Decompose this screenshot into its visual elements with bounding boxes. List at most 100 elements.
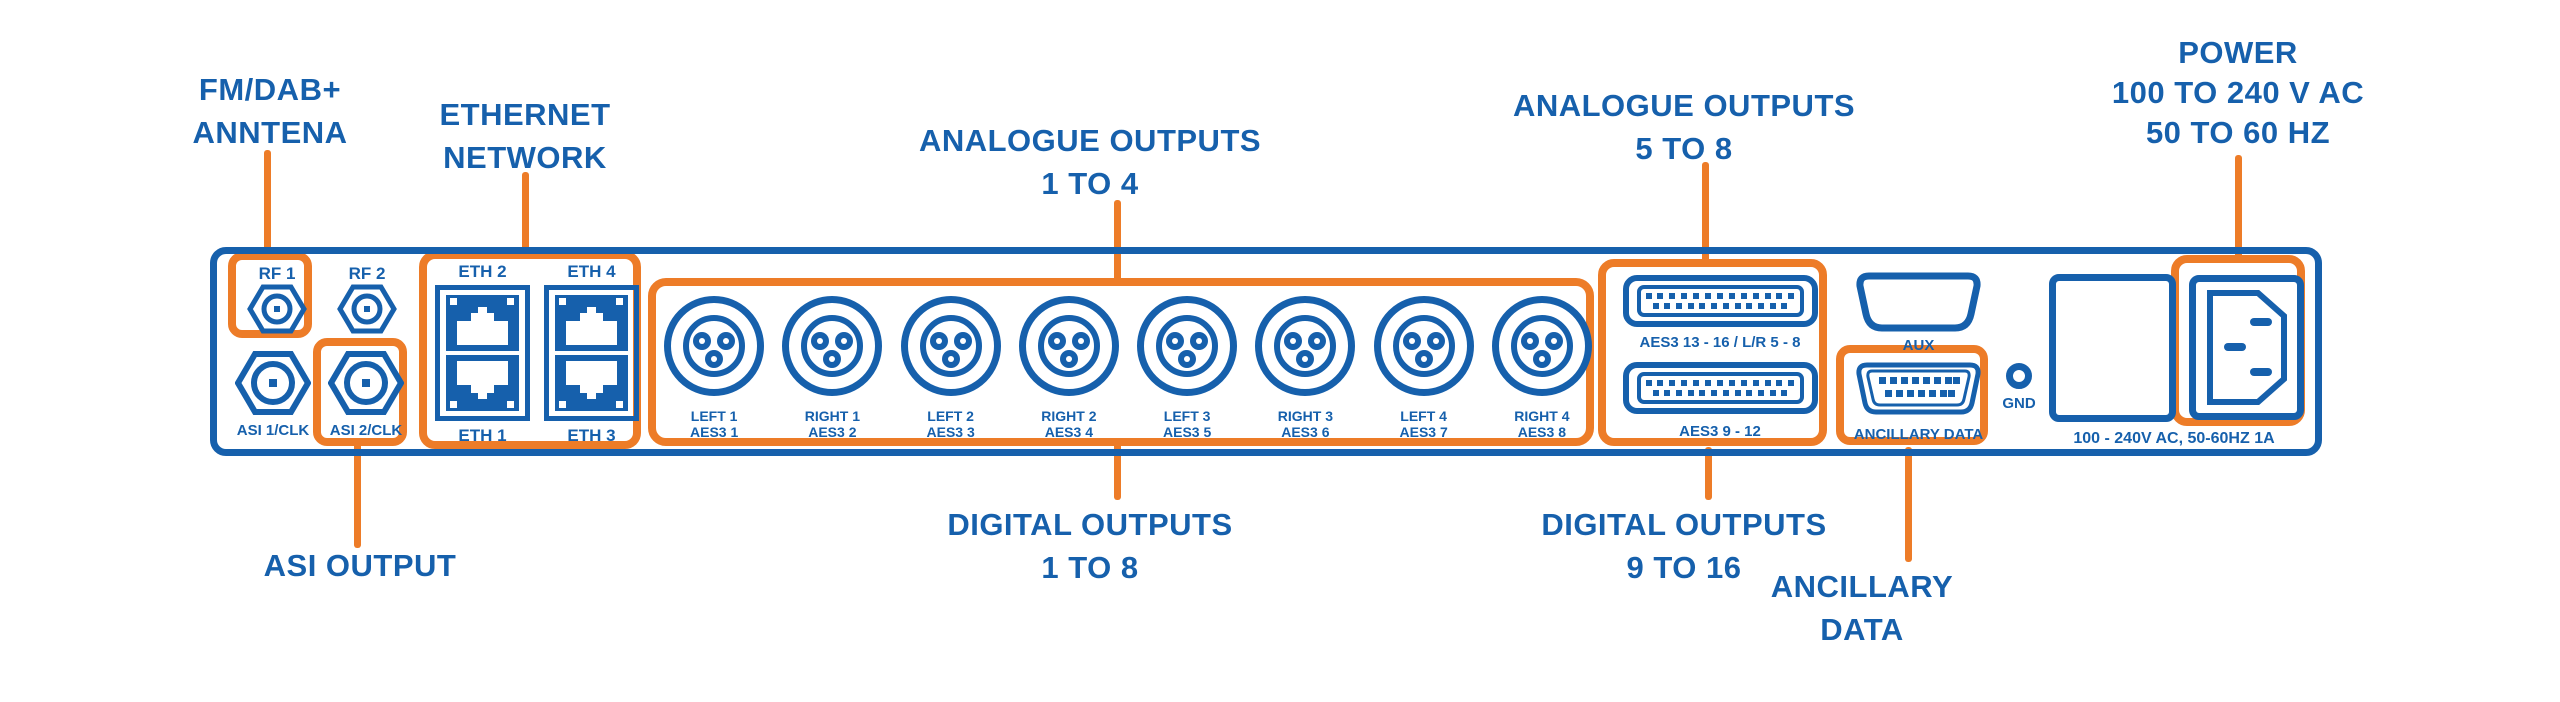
callout-asi-output: ASI OUTPUT <box>264 544 457 587</box>
rj45-dual-jack-icon <box>435 285 530 421</box>
dsub25-connector-icon <box>1622 275 1818 327</box>
eth3-label: ETH 3 <box>567 426 616 445</box>
iec-c14-icon <box>2206 290 2287 405</box>
callout-line: POWER <box>2178 35 2298 70</box>
rear-panel: RF 1 RF 2 ASI 1/CLK <box>210 247 2322 456</box>
rf1-connector: RF 1 <box>239 264 315 335</box>
aux-port-icon <box>1856 272 1981 332</box>
callout-line: FM/DAB+ <box>198 72 342 107</box>
callout-line: DATA <box>1820 612 1904 647</box>
dsub-bottom-label: AES3 9 - 12 <box>1679 423 1761 440</box>
arrow-fm-dab-antenna <box>264 150 271 258</box>
callout-ethernet-network: ETHERNET NETWORK <box>439 93 610 179</box>
bnc-connector-icon <box>247 284 307 334</box>
callout-digital-outputs-9-16: DIGITAL OUTPUTS 9 TO 16 <box>1541 503 1826 589</box>
callout-analogue-outputs-5-8: ANALOGUE OUTPUTS 5 TO 8 <box>1513 84 1855 170</box>
callout-line: ANALOGUE OUTPUTS <box>1512 88 1856 123</box>
callout-line: 9 TO 16 <box>1626 550 1742 585</box>
callout-line: ANCILLARY <box>1770 569 1954 604</box>
power-rating-label: 100 - 240V AC, 50-60HZ 1A <box>2073 430 2275 447</box>
arrow-digital-outputs-1-8 <box>1114 443 1121 500</box>
asi1-label: ASI 1/CLK <box>236 422 310 439</box>
arrow-ethernet-network <box>522 172 529 257</box>
ethernet-column-2: ETH 4 ETH 3 <box>544 262 639 445</box>
callout-line: ETHERNET <box>439 97 611 132</box>
callout-line: ANALOGUE OUTPUTS <box>918 123 1262 158</box>
bnc-connector-icon <box>337 284 397 334</box>
bnc-connector-icon <box>328 351 404 415</box>
eth1-label: ETH 1 <box>458 426 507 445</box>
gnd-screw-icon <box>2006 363 2032 389</box>
eth2-label: ETH 2 <box>458 262 507 281</box>
xlr-jack-icon <box>1018 296 1119 396</box>
aux-label: AUX <box>1902 337 1935 354</box>
blank-plate <box>2049 274 2176 422</box>
xlr-jack-icon <box>1491 296 1592 396</box>
highlight-box-asi2 <box>313 338 407 446</box>
callout-line: ASI OUTPUT <box>263 548 457 583</box>
arrow-asi-output <box>354 442 361 548</box>
aux-connector: AUX <box>1855 272 1982 354</box>
callout-power: POWER 100 TO 240 V AC 50 TO 60 HZ <box>2112 33 2364 153</box>
eth4-label: ETH 4 <box>567 262 616 281</box>
xlr-jack-icon <box>782 296 883 396</box>
arrow-analogue-outputs-5-8 <box>1702 162 1709 262</box>
xlr-jack-icon <box>900 296 1001 396</box>
xlr-jack-icon <box>1255 296 1356 396</box>
callout-line: 100 TO 240 V AC <box>2111 75 2365 110</box>
highlight-box-ancillary <box>1836 345 1988 445</box>
callout-line: DIGITAL OUTPUTS <box>1541 507 1827 542</box>
asi2-label: ASI 2/CLK <box>329 422 403 439</box>
callout-line: ANNTENA <box>192 115 348 150</box>
callout-line: 50 TO 60 HZ <box>2145 115 2331 150</box>
asi2-connector: ASI 2/CLK <box>318 350 414 439</box>
callout-fm-dab-antenna: FM/DAB+ ANNTENA <box>192 68 347 154</box>
bnc-connector-icon <box>235 351 311 415</box>
highlight-box-dsub-outputs <box>1598 259 1827 446</box>
callout-line: 5 TO 8 <box>1635 131 1733 166</box>
dsub25-connector-icon <box>1622 362 1818 414</box>
highlight-box-rf1 <box>228 252 312 338</box>
dsub-top-label: AES3 13 - 16 / L/R 5 - 8 <box>1639 334 1801 351</box>
ancillary-port-icon <box>1856 362 1981 415</box>
arrow-ancillary-data <box>1905 447 1912 562</box>
rf1-label: RF 1 <box>258 264 296 283</box>
arrow-power <box>2235 155 2242 259</box>
ancillary-label: ANCILLARY DATA <box>1853 426 1984 443</box>
callout-line: NETWORK <box>443 140 607 175</box>
callout-ancillary-data: ANCILLARY DATA <box>1771 565 1953 651</box>
power-inlet-connector <box>2189 275 2304 420</box>
callout-line: 1 TO 8 <box>1041 550 1139 585</box>
ancillary-data-connector: ANCILLARY DATA <box>1853 362 1984 443</box>
arrow-digital-outputs-9-16 <box>1705 447 1712 500</box>
callout-line: DIGITAL OUTPUTS <box>947 507 1233 542</box>
callout-digital-outputs-1-8: DIGITAL OUTPUTS 1 TO 8 <box>947 503 1232 589</box>
rf2-label: RF 2 <box>348 264 386 283</box>
xlr-jack-icon <box>1137 296 1238 396</box>
dsub-outputs-group: AES3 13 - 16 / L/R 5 - 8 AES3 9 - 12 <box>1615 275 1825 440</box>
callout-line: 1 TO 4 <box>1041 166 1139 201</box>
ethernet-group: ETH 2 ETH 1 ETH 4 <box>428 262 646 445</box>
gnd-label: GND <box>2002 395 2036 412</box>
arrow-analogue-outputs-1-4 <box>1114 200 1121 286</box>
gnd-terminal: GND <box>1997 363 2041 412</box>
xlr-jack-icon <box>1373 296 1474 396</box>
